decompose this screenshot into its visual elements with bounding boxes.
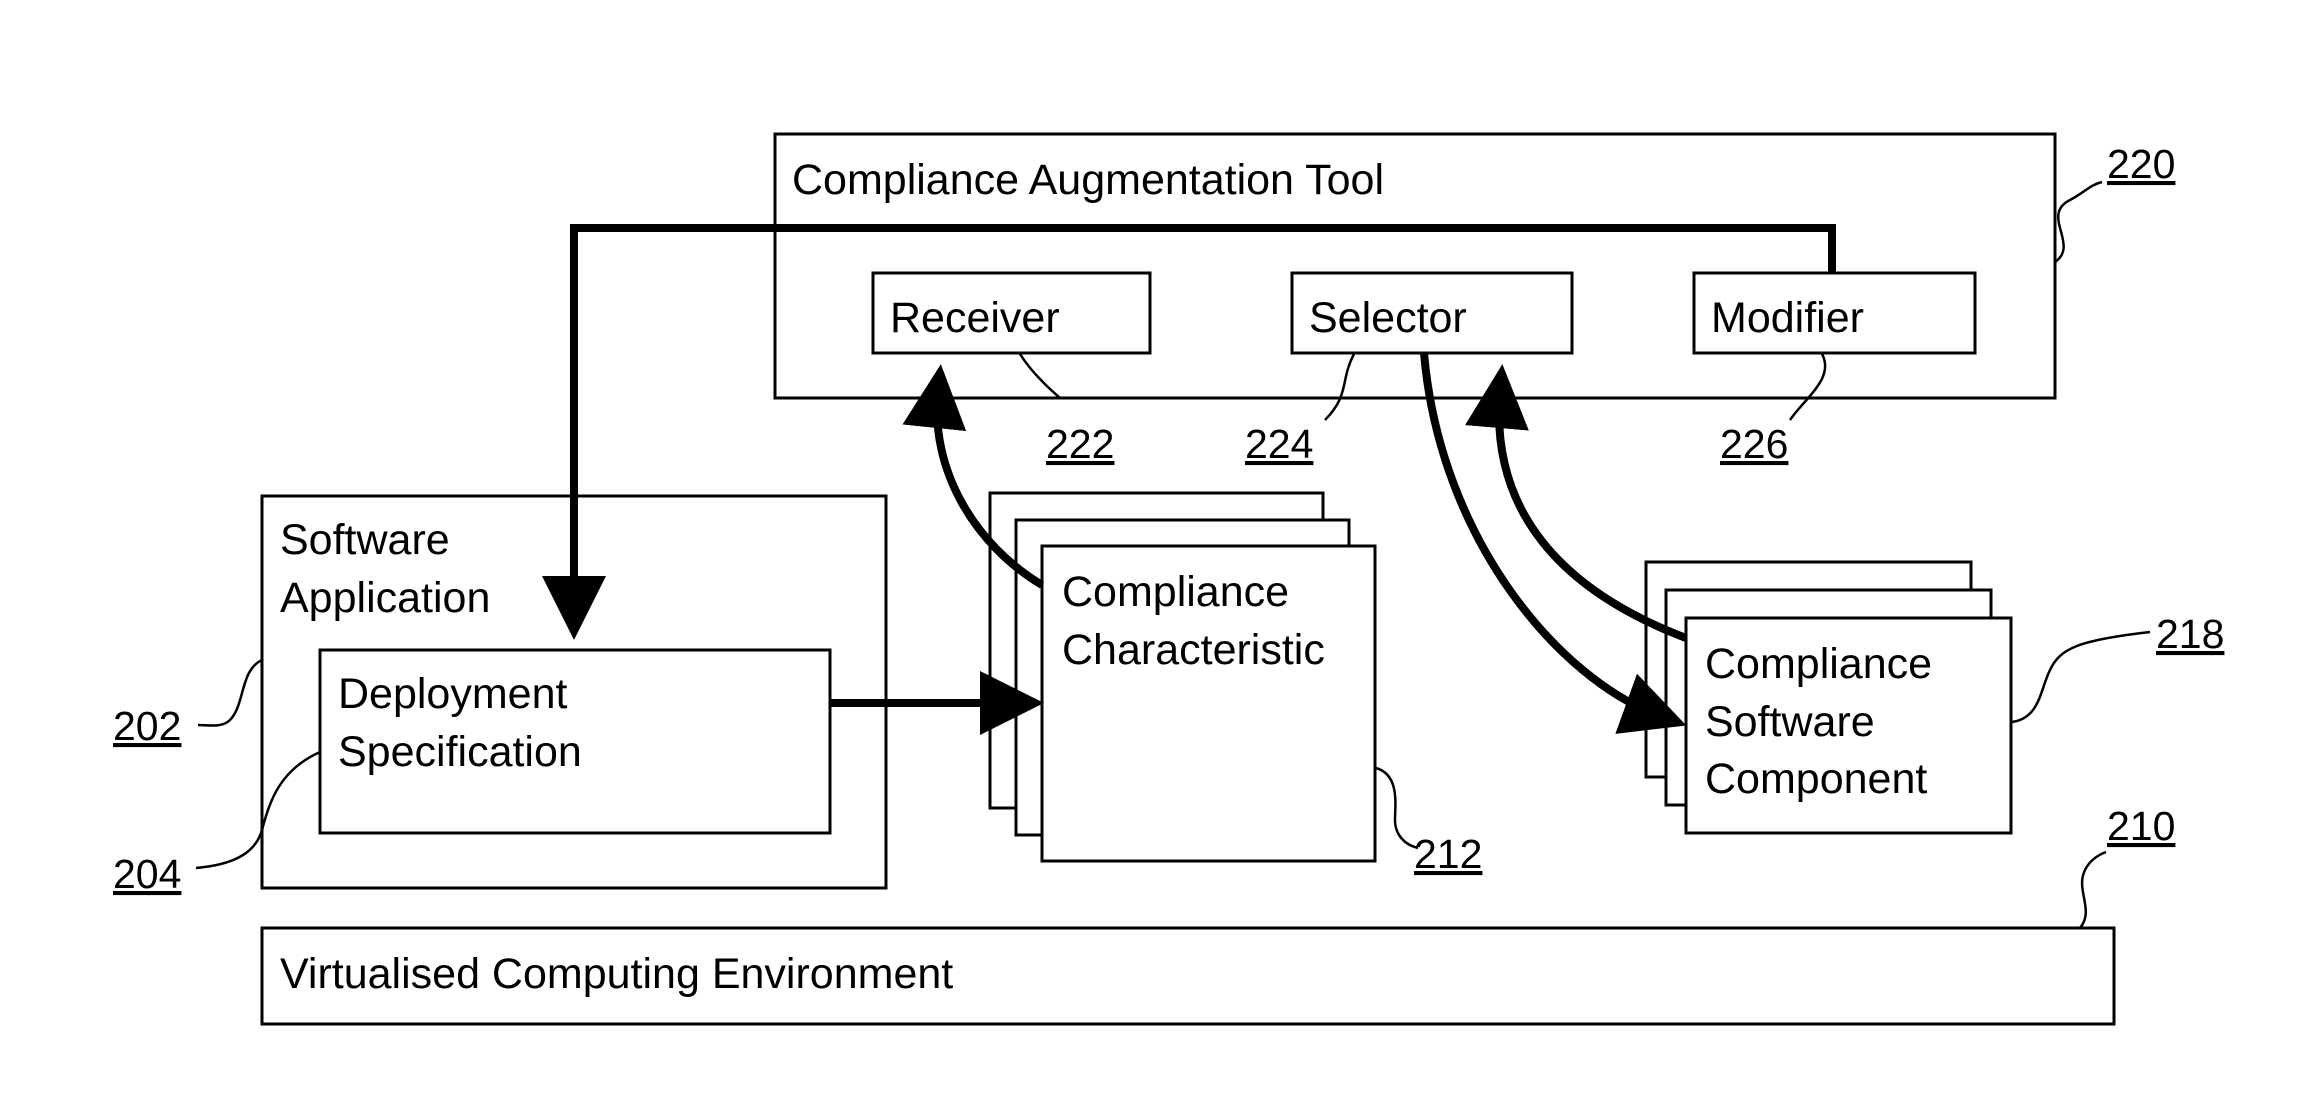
virtualised-computing-environment-box: Virtualised Computing Environment bbox=[262, 928, 2114, 1024]
compliance-characteristic-ref-number: 212 bbox=[1414, 831, 1482, 877]
tool-ref-number: 220 bbox=[2107, 141, 2175, 187]
virtualised-computing-environment-leader-line bbox=[2080, 852, 2106, 928]
deployment-specification-box: Deployment Specification bbox=[320, 650, 830, 833]
deployment-specification-label-line2: Specification bbox=[338, 728, 582, 776]
compliance-characteristic-leader-line bbox=[1376, 768, 1418, 848]
compliance-augmentation-tool-box: Compliance Augmentation Tool bbox=[775, 134, 2055, 398]
deployment-specification-label-line1: Deployment bbox=[338, 670, 567, 718]
compliance-software-component-label-line1: Compliance bbox=[1705, 640, 1932, 688]
compliance-characteristic-stack: Compliance Characteristic bbox=[990, 493, 1375, 861]
tool-label: Compliance Augmentation Tool bbox=[792, 156, 1384, 204]
compliance-software-component-label-line2: Software bbox=[1705, 698, 1875, 746]
compliance-software-component-ref-number: 218 bbox=[2156, 611, 2224, 657]
compliance-characteristic-label-line1: Compliance bbox=[1062, 568, 1289, 616]
software-application-label-line1: Software bbox=[280, 516, 450, 564]
software-application-leader-line bbox=[198, 660, 262, 726]
virtualised-computing-environment-ref-number: 210 bbox=[2107, 803, 2175, 849]
deployment-specification-ref-number: 204 bbox=[113, 851, 181, 897]
selector-box: Selector bbox=[1292, 273, 1572, 353]
modifier-ref-number: 226 bbox=[1720, 421, 1788, 467]
compliance-software-component-stack: Compliance Software Component bbox=[1646, 562, 2011, 833]
software-application-label-line2: Application bbox=[280, 574, 490, 622]
receiver-ref-number: 222 bbox=[1046, 421, 1114, 467]
compliance-characteristic-label-line2: Characteristic bbox=[1062, 626, 1325, 674]
selector-label: Selector bbox=[1309, 294, 1467, 342]
modifier-label: Modifier bbox=[1711, 294, 1864, 342]
receiver-box: Receiver bbox=[873, 273, 1150, 353]
compliance-software-component-label-line3: Component bbox=[1705, 755, 1927, 803]
selector-ref-number: 224 bbox=[1245, 421, 1313, 467]
compliance-software-component-leader-line bbox=[2012, 632, 2150, 722]
software-application-ref-number: 202 bbox=[113, 703, 181, 749]
receiver-label: Receiver bbox=[890, 294, 1060, 342]
tool-leader-line bbox=[2055, 182, 2102, 262]
virtualised-computing-environment-label: Virtualised Computing Environment bbox=[280, 950, 953, 998]
selector-to-component-arrow bbox=[1424, 353, 1660, 716]
modifier-box: Modifier bbox=[1694, 273, 1975, 353]
